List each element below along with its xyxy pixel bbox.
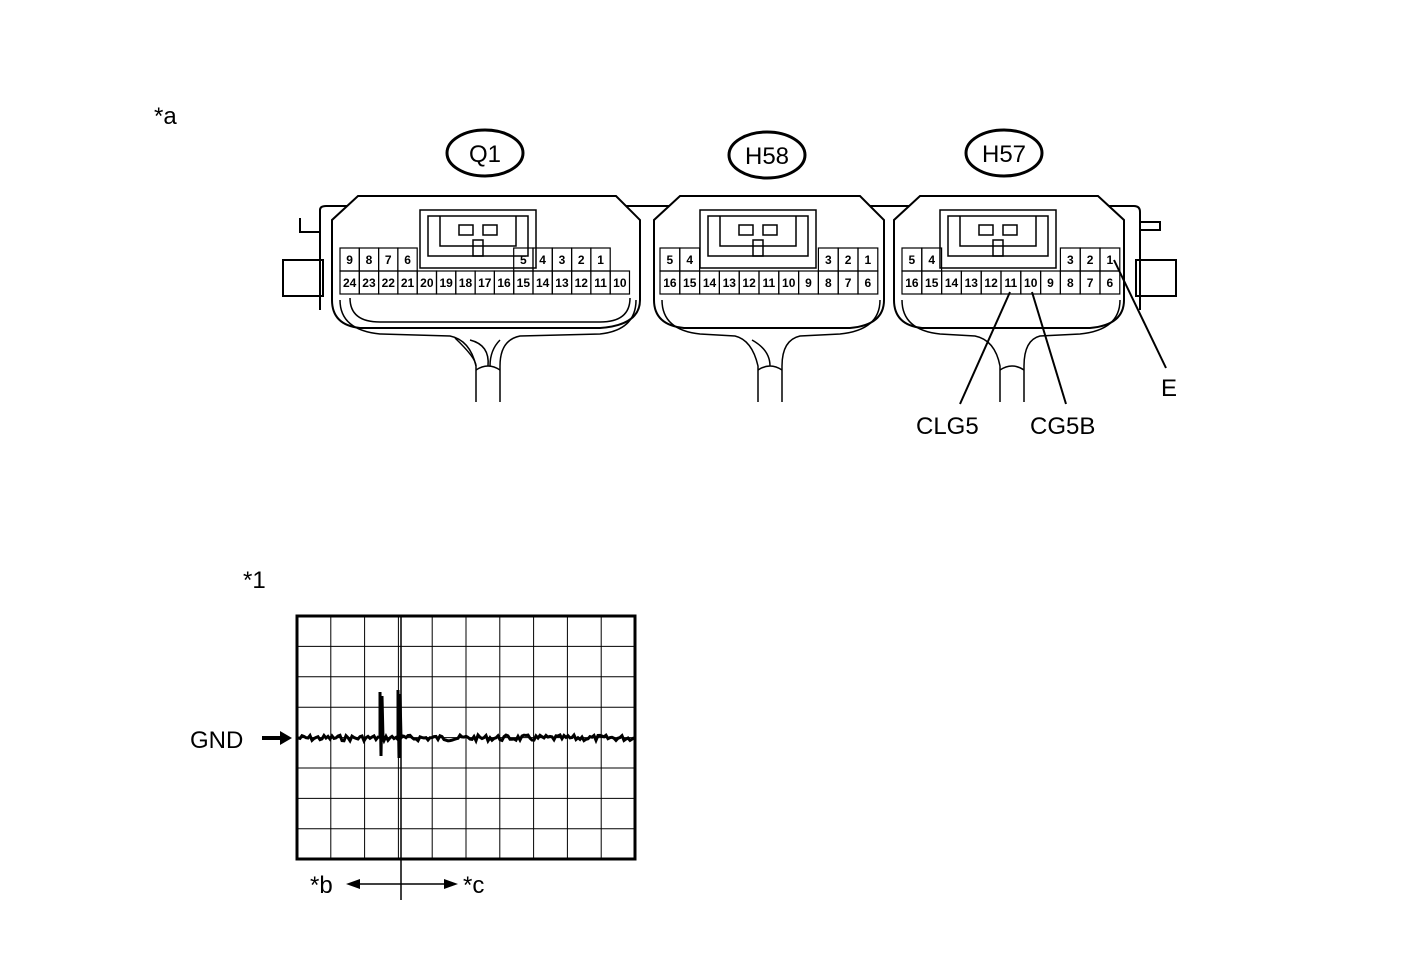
pin-number: 16 xyxy=(905,276,919,290)
gnd-label: GND xyxy=(190,727,243,754)
pin-number: 19 xyxy=(439,276,453,290)
pin-number: 15 xyxy=(517,276,531,290)
pin-number: 2 xyxy=(1087,253,1094,267)
connector-code-h58: H58 xyxy=(727,130,807,180)
pin-number: 14 xyxy=(536,276,550,290)
pin-number: 9 xyxy=(805,276,812,290)
pin-number: 11 xyxy=(1005,276,1018,290)
pin-number: 10 xyxy=(613,276,627,290)
pin-number: 6 xyxy=(865,276,872,290)
pin-number: 11 xyxy=(594,276,607,290)
pin-number: 7 xyxy=(1087,276,1094,290)
pin-number: 8 xyxy=(1067,276,1074,290)
pin-number: 14 xyxy=(703,276,717,290)
connector-code-h58-text: H58 xyxy=(745,143,789,170)
pin-number: 5 xyxy=(520,253,527,267)
terminal-label-cg5b: CG5B xyxy=(1030,413,1095,440)
pin-number: 16 xyxy=(663,276,677,290)
pin-number: 10 xyxy=(782,276,796,290)
pin-cell xyxy=(1099,270,1121,295)
pin-cell xyxy=(857,270,879,295)
pin-number: 13 xyxy=(965,276,979,290)
pin-number: 24 xyxy=(343,276,357,290)
pin-number: 2 xyxy=(578,253,585,267)
figure-1-label: *1 xyxy=(243,567,266,594)
pin-number: 13 xyxy=(723,276,737,290)
pin-number: 5 xyxy=(909,253,916,267)
pin-number: 15 xyxy=(683,276,697,290)
pin-number: 21 xyxy=(401,276,415,290)
oscilloscope-screen xyxy=(295,614,637,900)
pin-number: 3 xyxy=(825,253,832,267)
pin-number: 12 xyxy=(984,276,998,290)
terminal-label-e: E xyxy=(1161,375,1177,402)
pin-number: 4 xyxy=(928,253,935,267)
pin-number: 10 xyxy=(1024,276,1038,290)
connector-code-q1: Q1 xyxy=(445,128,525,178)
pin-number: 1 xyxy=(865,253,872,267)
connector-code-q1-text: Q1 xyxy=(469,141,501,168)
connector-code-h57: H57 xyxy=(964,128,1044,178)
pin-number: 2 xyxy=(845,253,852,267)
pin-number: 3 xyxy=(559,253,566,267)
pin-number: 15 xyxy=(925,276,939,290)
pin-number: 14 xyxy=(945,276,959,290)
pin-number: 1 xyxy=(597,253,604,267)
waveform-trace xyxy=(297,689,635,759)
pin-number: 12 xyxy=(742,276,756,290)
pin-number: 4 xyxy=(539,253,546,267)
pin-number: 23 xyxy=(362,276,376,290)
pin-number: 6 xyxy=(404,253,411,267)
pin-number: 9 xyxy=(346,253,353,267)
pin-number: 11 xyxy=(763,276,776,290)
pin-number: 8 xyxy=(825,276,832,290)
label-b: *b xyxy=(310,872,333,899)
pin-number: 5 xyxy=(667,253,674,267)
pin-number: 12 xyxy=(575,276,589,290)
pin-cell xyxy=(609,270,631,295)
pin-number: 9 xyxy=(1047,276,1054,290)
connector-code-h57-text: H57 xyxy=(982,141,1026,168)
terminal-leaders xyxy=(959,259,1167,405)
pin-number: 3 xyxy=(1067,253,1074,267)
pin-number: 8 xyxy=(366,253,373,267)
pin-number: 7 xyxy=(845,276,852,290)
pin-number: 13 xyxy=(555,276,569,290)
pin-number: 18 xyxy=(459,276,473,290)
pin-number: 1 xyxy=(1107,253,1114,267)
figure-a-label: *a xyxy=(154,103,177,130)
pin-number: 16 xyxy=(497,276,511,290)
pin-number: 17 xyxy=(478,276,492,290)
pin-number: 4 xyxy=(686,253,693,267)
pin-number: 6 xyxy=(1107,276,1114,290)
pin-number: 7 xyxy=(385,253,392,267)
time-span-arrow xyxy=(346,879,458,889)
gnd-arrow xyxy=(262,731,292,745)
label-c: *c xyxy=(463,872,484,899)
pin-number: 22 xyxy=(382,276,396,290)
pin-number: 20 xyxy=(420,276,434,290)
terminal-label-clg5: CLG5 xyxy=(916,413,979,440)
